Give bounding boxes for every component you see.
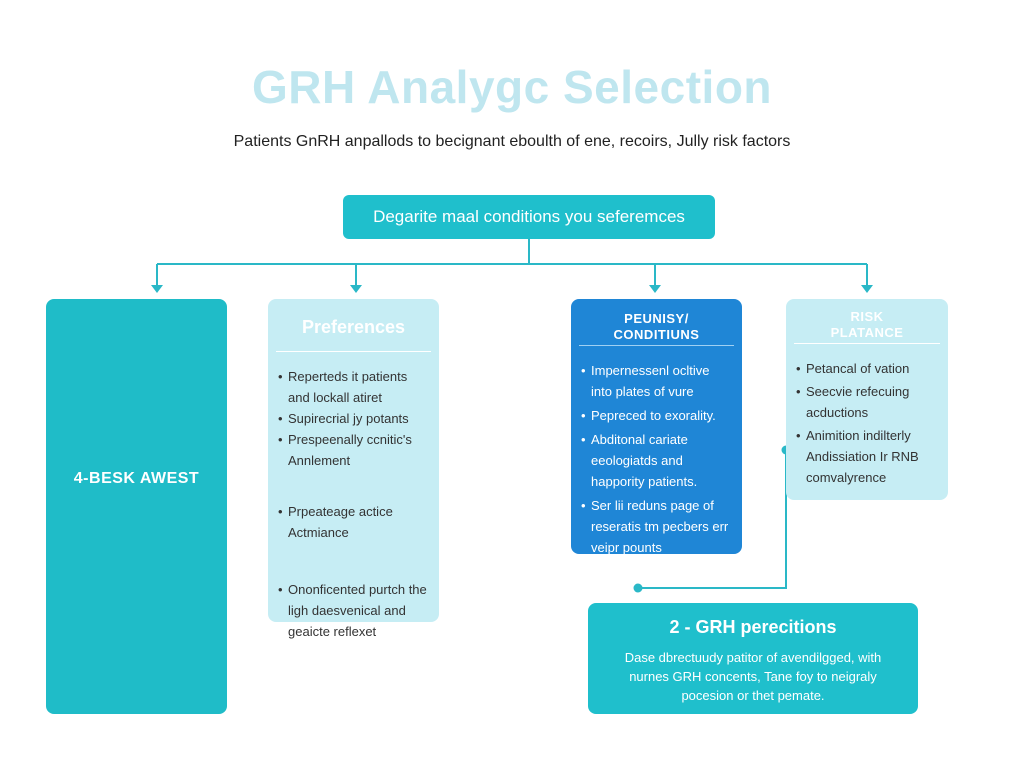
top-condition-box: Degarite maal conditions you seferemces — [343, 195, 715, 239]
top-condition-label: Degarite maal conditions you seferemces — [373, 207, 685, 226]
card-preferences-divider — [276, 351, 431, 352]
elbow-line — [638, 450, 787, 589]
card-conditions-heading-line1: PEUNISY/ — [624, 311, 689, 326]
card-risk-balance-heading-line1: RISK — [850, 309, 884, 324]
card-conditions-header: PEUNISY/ CONDITIUNS — [571, 299, 742, 345]
card-conditions-list: Impernessenl ocltive into plates of vure… — [571, 346, 742, 558]
card-preferences-heading: Preferences — [301, 317, 406, 337]
list-item: Seecvie refecuing acductions — [796, 381, 938, 423]
list-item: Reperteds it patients and lockall atiret — [278, 366, 429, 408]
card-preferences-header: Preferences — [268, 299, 439, 351]
arrow-a — [151, 285, 163, 293]
list-item: Ser lii reduns page of reseratis tm pecb… — [581, 495, 732, 558]
list-item: Prpeateage actice Actmiance — [278, 501, 429, 543]
arrow-c — [649, 285, 661, 293]
bottom-perceptions-body: Dase dbrectuudy patitor of avendilgged, … — [624, 650, 882, 703]
list-item: Petancal of vation — [796, 358, 938, 379]
list-item: Ononficented purtch the ligh daesvenical… — [278, 579, 429, 642]
card-conditions-divider — [579, 345, 734, 346]
list-item: Animition indilterly Andissiation Ir RNB… — [796, 425, 938, 488]
bottom-perceptions-box: 2 - GRH perecitions Dase dbrectuudy pati… — [588, 603, 918, 714]
list-item: Prespeenally ccnitic's Annlement — [278, 429, 429, 471]
card-risk-assessment — [46, 299, 227, 714]
arrow-b — [350, 285, 362, 293]
card-preferences-list: Reperteds it patients and lockall atiret… — [268, 352, 439, 642]
card-conditions-heading-line2: CONDITIUNS — [613, 327, 700, 342]
card-risk-balance-list: Petancal of vation Seecvie refecuing acd… — [786, 344, 948, 488]
card-risk-balance: RISK PLATANCE Petancal of vation Seecvie… — [786, 299, 948, 500]
list-item: Pepreced to exorality. — [581, 405, 732, 426]
list-item: Abditonal cariate eeologiatds and happor… — [581, 429, 732, 492]
card-conditions: PEUNISY/ CONDITIUNS Impernessenl ocltive… — [571, 299, 742, 555]
arrow-d — [861, 285, 873, 293]
diagram-title: GRH Analygc Selection — [251, 61, 773, 113]
list-item: Impernessenl ocltive into plates of vure — [581, 360, 732, 402]
card-risk-balance-divider — [794, 343, 940, 344]
card-risk-assessment-label: 4-BESK AWEST — [73, 470, 200, 487]
diagram-subtitle: Patients GnRH anpallods to becignant ebo… — [233, 133, 791, 150]
card-risk-balance-header: RISK PLATANCE — [786, 299, 948, 343]
bottom-perceptions-title: 2 - GRH perecitions — [669, 617, 837, 637]
list-item: Supirecrial jy potants — [278, 408, 429, 429]
card-preferences: Preferences Reperteds it patients and lo… — [268, 299, 439, 639]
connector-dot-bottom — [633, 583, 643, 593]
card-risk-balance-heading-line2: PLATANCE — [830, 325, 904, 340]
